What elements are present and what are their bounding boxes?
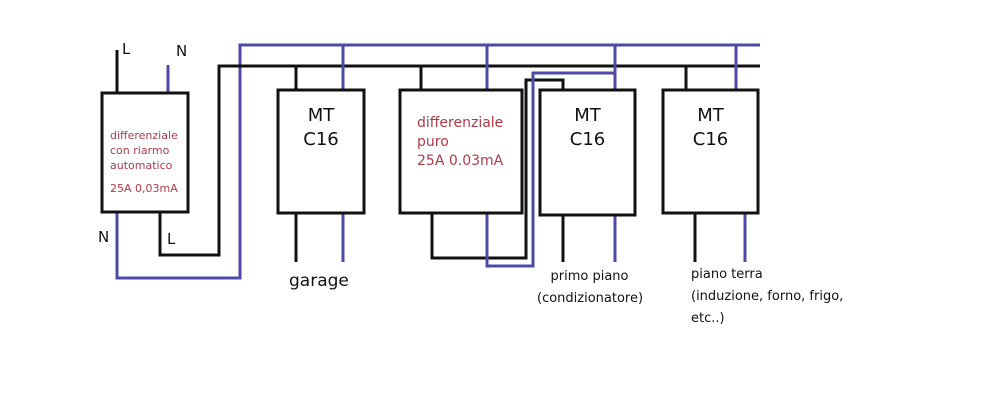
rccb-box — [398, 88, 524, 215]
rccb-line: differenziale — [417, 115, 504, 131]
rccb-line: puro — [417, 134, 449, 150]
phase-bus — [158, 64, 760, 257]
caption-line: (induzione, forno, frigo, — [691, 289, 844, 304]
rcbo-text: differenziale con riarmo automatico 25A … — [110, 128, 178, 196]
breaker-type: MT — [574, 105, 601, 126]
rcbo-neutral-out-label: N — [98, 228, 110, 246]
caption-line: piano terra — [691, 267, 763, 282]
breaker-rating: C16 — [692, 129, 729, 150]
rccb-phase-out-wire — [430, 78, 565, 260]
caption-piano-terra: piano terra (induzione, forno, frigo, et… — [691, 264, 843, 330]
breaker-label: MT C16 — [663, 104, 758, 152]
rcbo-line-out-label: L — [167, 230, 176, 248]
breaker-box-garage — [276, 88, 366, 215]
breaker-rating: C16 — [303, 129, 339, 150]
rcbo-rating: 25A 0,03mA — [110, 182, 178, 195]
breaker-type: MT — [697, 105, 724, 126]
breaker-label: MT C16 — [540, 104, 635, 152]
caption-line: (condizionatore) — [537, 291, 644, 306]
neutral-bus — [115, 43, 760, 280]
breaker-box-piano-terra — [661, 88, 760, 215]
breaker-label: MT C16 — [278, 104, 364, 152]
rcbo-line: con riarmo — [110, 144, 170, 157]
input-neutral-label: N — [176, 42, 188, 60]
rccb-line: 25A 0.03mA — [417, 153, 504, 169]
rcbo-box — [100, 91, 190, 214]
caption-primo-piano: primo piano (condizionatore) — [537, 266, 644, 310]
input-line-label: L — [122, 40, 131, 58]
breaker-rating: C16 — [569, 129, 606, 150]
caption-line: primo piano — [550, 269, 629, 284]
breaker-type: MT — [307, 105, 335, 126]
rccb-text: differenziale puro 25A 0.03mA — [417, 114, 503, 171]
rcbo-line: differenziale — [110, 129, 178, 142]
caption-line: etc..) — [691, 311, 725, 326]
breaker-box-primo-piano — [538, 88, 637, 217]
caption-garage: garage — [289, 271, 349, 291]
rccb-neutral-out-wire — [485, 71, 615, 268]
rcbo-line: automatico — [110, 159, 173, 172]
